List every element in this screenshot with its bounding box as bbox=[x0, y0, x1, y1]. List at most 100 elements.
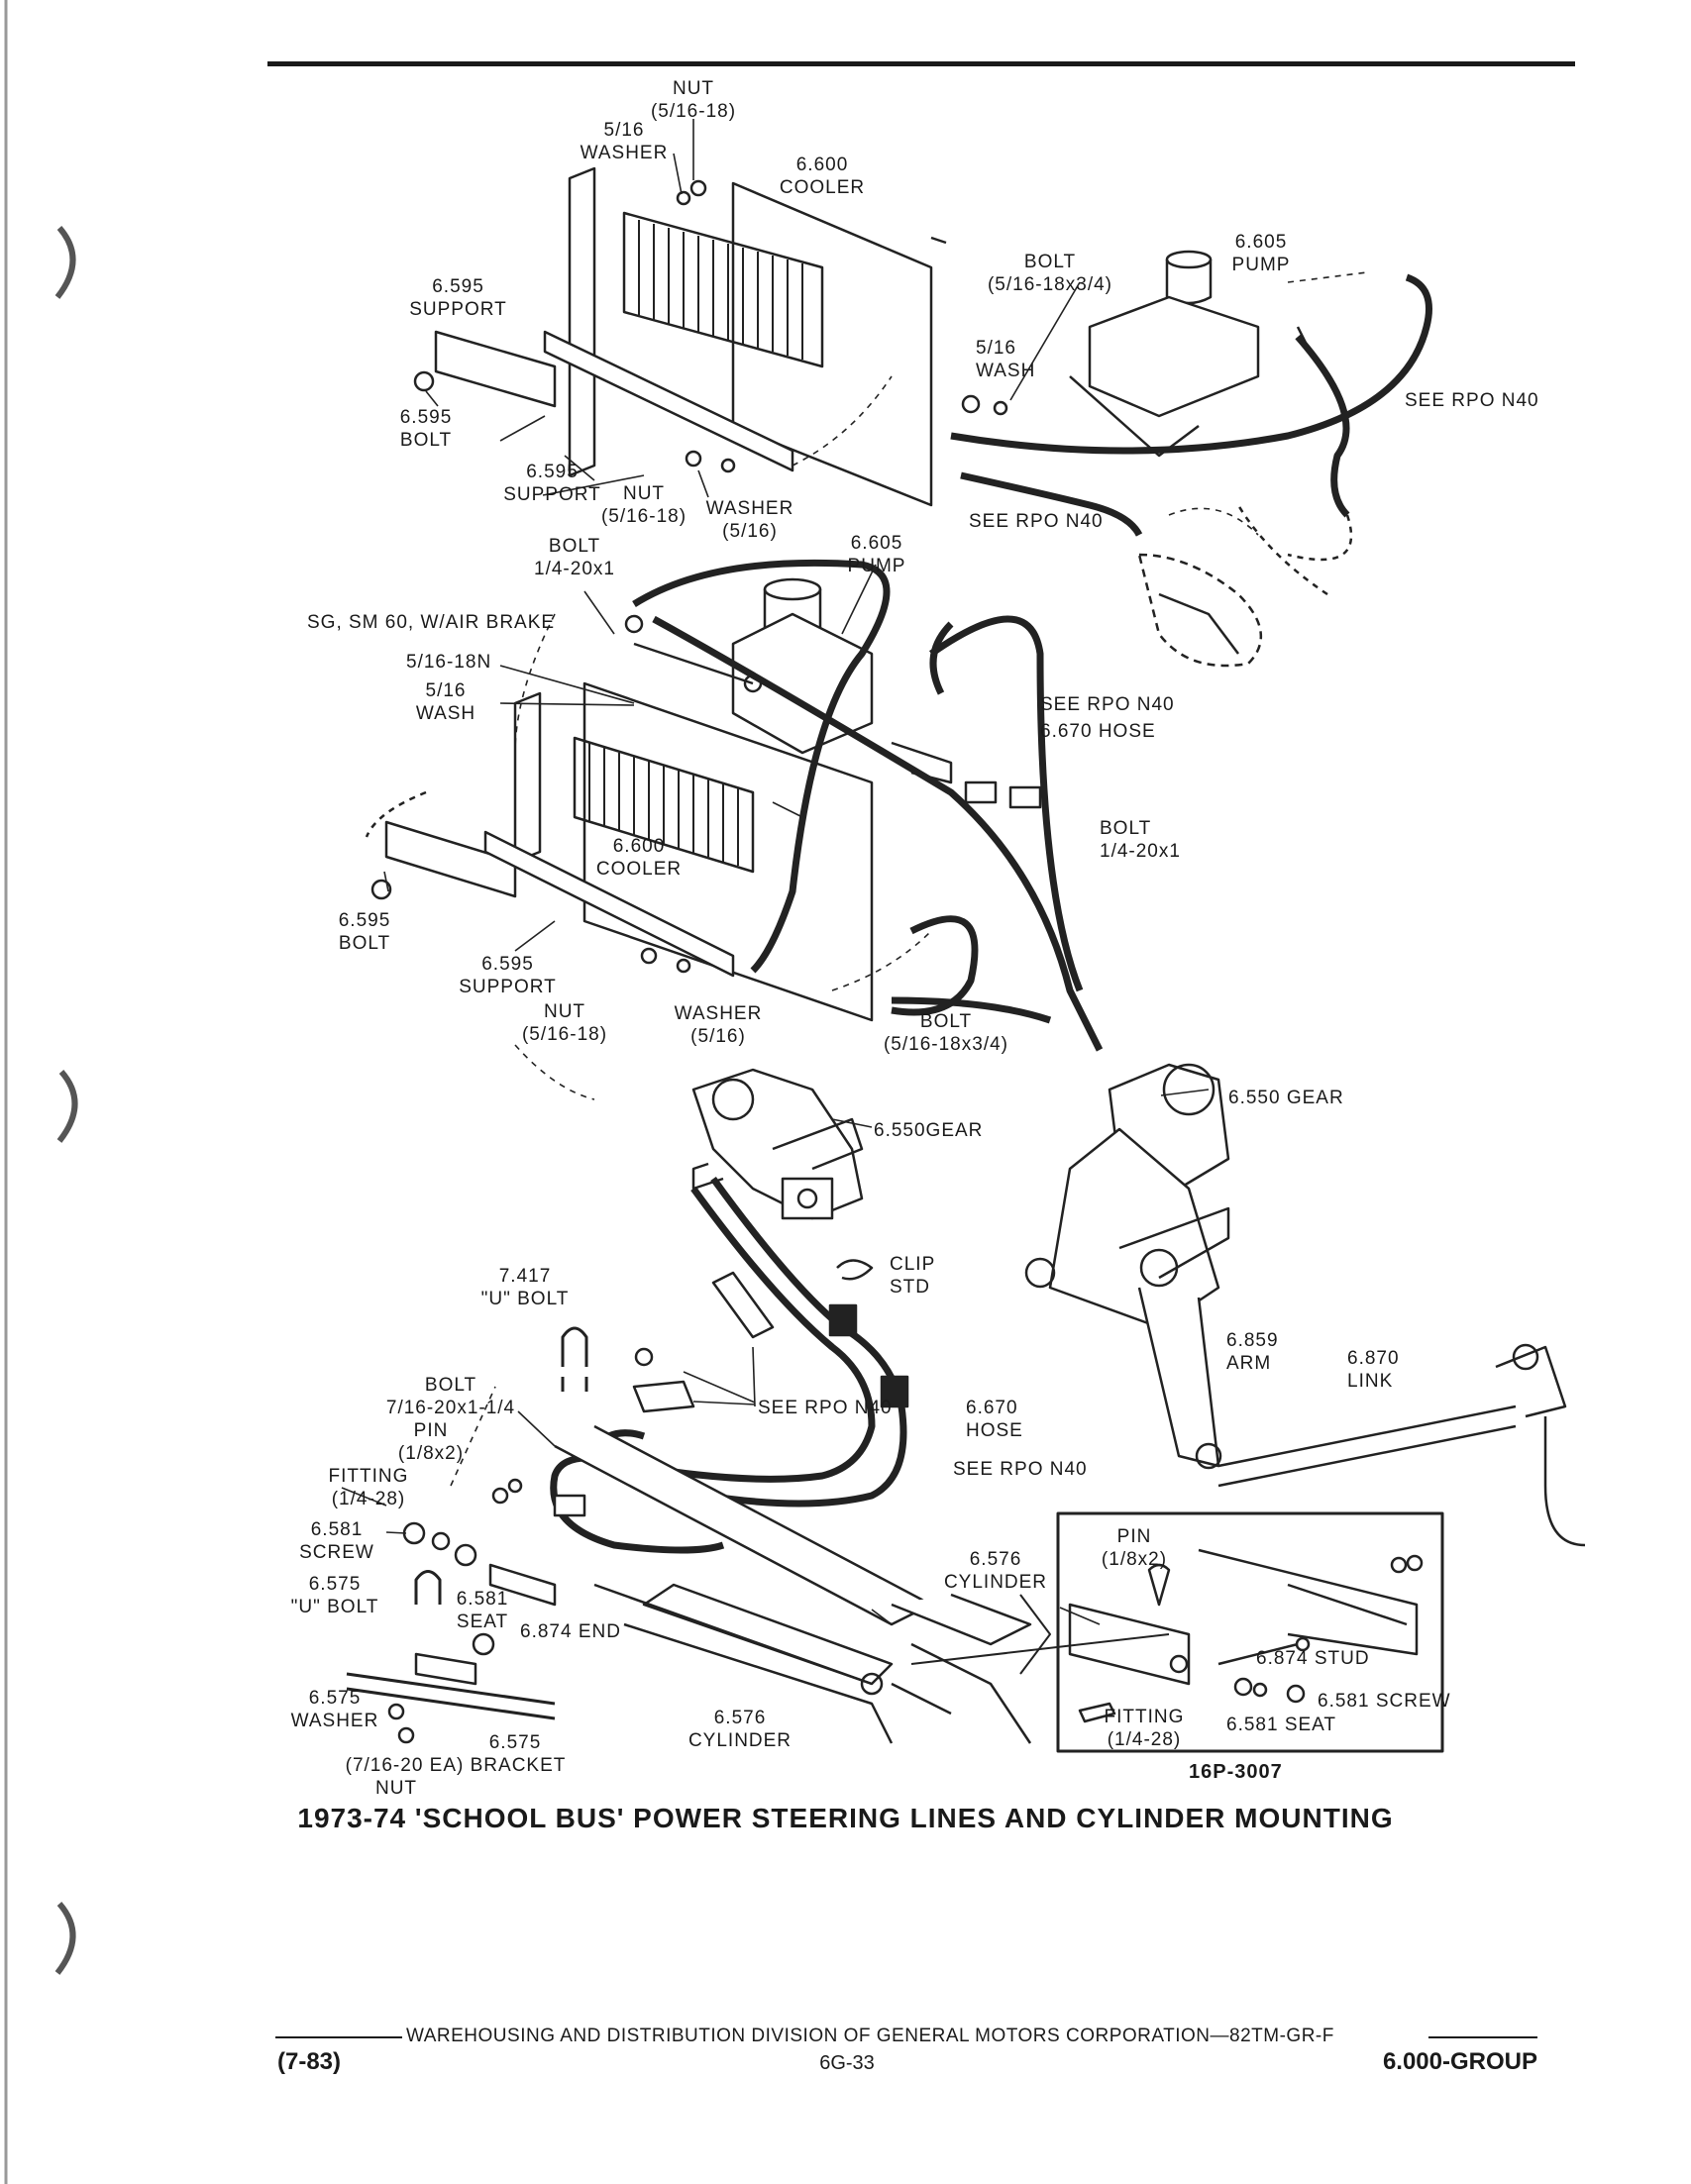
label-line: 1/4-20x1 bbox=[1100, 841, 1181, 862]
label-line: WASHER bbox=[290, 1711, 379, 1731]
gear-right bbox=[1024, 1063, 1586, 1547]
label-line: (1/8x2) bbox=[1101, 1549, 1168, 1570]
label-line: 1/4-20x1 bbox=[534, 559, 615, 579]
top-cooler bbox=[413, 166, 1008, 507]
label-hose-rpo: SEE RPO N40 6.670 HOSE bbox=[1040, 693, 1175, 743]
label-line: 6.595 bbox=[481, 954, 534, 975]
label-ubolt-7417: 7.417 "U" BOLT bbox=[466, 1265, 584, 1310]
label-line: HOSE bbox=[966, 1420, 1023, 1441]
label-line: WASH bbox=[976, 361, 1036, 381]
cylinder-assembly bbox=[346, 1424, 1032, 1744]
label-line: 6.576 bbox=[713, 1708, 767, 1728]
label-line: 6.600 bbox=[612, 836, 666, 857]
label-line: SUPPORT bbox=[503, 484, 601, 505]
label-line: WASHER bbox=[674, 1003, 763, 1024]
label-line: 6.575 bbox=[308, 1574, 362, 1595]
label-nut-mid: NUT (5/16-18) bbox=[594, 482, 693, 528]
label-end-874: 6.874 END bbox=[520, 1621, 621, 1642]
label-line: PIN bbox=[413, 1420, 449, 1441]
label-line: 6.870 bbox=[1347, 1348, 1400, 1369]
label-line: BOLT bbox=[338, 933, 391, 954]
label-support-595-low: 6.595 SUPPORT bbox=[451, 953, 565, 998]
label-line: PIN bbox=[1116, 1526, 1152, 1547]
label-line: (5/16-18) bbox=[650, 101, 737, 122]
label-line: BOLT bbox=[424, 1375, 477, 1396]
label-line: 6.859 bbox=[1226, 1330, 1279, 1351]
center-hoses bbox=[550, 1176, 907, 1554]
label-rpo-top-right: SEE RPO N40 bbox=[1405, 390, 1539, 411]
label-fitting-left: FITTING (1/4-28) bbox=[319, 1465, 418, 1510]
label-line: (5/16-18x3/4) bbox=[883, 1034, 1008, 1055]
top-rule bbox=[267, 61, 1575, 66]
footer-rule-left bbox=[275, 2036, 402, 2038]
label-nut-575: NUT bbox=[374, 1778, 418, 1799]
label-bolt-quarter-right: BOLT 1/4-20x1 bbox=[1100, 817, 1181, 863]
label-line: (7/16-20 EA) BRACKET bbox=[345, 1755, 567, 1776]
label-cylinder-right: 6.576 CYLINDER bbox=[941, 1548, 1050, 1594]
label-bolt-quarter: BOLT 1/4-20x1 bbox=[525, 535, 624, 580]
label-line: (5/16-18) bbox=[600, 506, 687, 527]
label-inset-stud: 6.874 STUD bbox=[1256, 1648, 1370, 1669]
label-line: 6.581 bbox=[310, 1519, 364, 1540]
label-line: BOLT bbox=[399, 430, 453, 451]
label-line: SUPPORT bbox=[459, 977, 557, 997]
label-bracket-575: 6.575 (7/16-20 EA) BRACKET bbox=[332, 1731, 580, 1777]
label-washer-mid: WASHER (5/16) bbox=[700, 497, 799, 543]
label-pump-mid: 6.605 PUMP bbox=[832, 532, 921, 577]
figure-title: 1973-74 'SCHOOL BUS' POWER STEERING LINE… bbox=[297, 1803, 1394, 1833]
label-wash-top: 5/16 WASH bbox=[976, 337, 1035, 382]
label-washer-top: 5/16 WASHER bbox=[580, 119, 669, 164]
label-nut-low: NUT (5/16-18) bbox=[515, 1000, 614, 1046]
label-line: 6.581 bbox=[456, 1589, 509, 1610]
label-line: 7.417 bbox=[498, 1266, 552, 1287]
label-line: 6.595 bbox=[432, 276, 484, 297]
label-line: SCREW bbox=[299, 1542, 374, 1563]
label-line: (1/4-28) bbox=[1107, 1729, 1182, 1750]
label-bolt-top: BOLT (5/16-18x3/4) bbox=[971, 251, 1129, 296]
label-line: BOLT bbox=[919, 1011, 973, 1032]
label-line: PUMP bbox=[847, 556, 906, 576]
label-inset-pin: PIN (1/8x2) bbox=[1090, 1525, 1179, 1571]
label-inset-screw: 6.581 SCREW bbox=[1318, 1691, 1451, 1712]
label-line: (5/16) bbox=[690, 1026, 746, 1047]
label-line: ARM bbox=[1226, 1353, 1272, 1374]
label-link: 6.870 LINK bbox=[1347, 1347, 1400, 1393]
label-pin-left: PIN (1/8x2) bbox=[381, 1419, 480, 1465]
label-line: 6.576 bbox=[969, 1549, 1022, 1570]
label-line: BOLT bbox=[1100, 818, 1152, 839]
label-line: 5/16 bbox=[976, 338, 1016, 359]
leader-lines bbox=[341, 119, 1210, 1625]
middle-pump bbox=[624, 577, 953, 784]
label-inset-fitting: FITTING (1/4-28) bbox=[1090, 1706, 1199, 1751]
label-line: 6.605 bbox=[1234, 232, 1288, 253]
label-line: SEE RPO N40 bbox=[1040, 694, 1175, 715]
label-support-top: 6.595 SUPPORT bbox=[401, 275, 515, 321]
label-bolt-7-16: BOLT 7/16-20x1-1/4 bbox=[371, 1374, 530, 1419]
label-line: 6.600 bbox=[795, 155, 849, 175]
label-bolt-595-top: 6.595 BOLT bbox=[391, 406, 461, 452]
label-cooler-top: 6.600 COOLER bbox=[768, 154, 877, 199]
label-line: "U" BOLT bbox=[480, 1289, 570, 1309]
label-bolt-low: BOLT (5/16-18x3/4) bbox=[867, 1010, 1025, 1056]
label-line: LINK bbox=[1347, 1371, 1394, 1392]
label-line: NUT bbox=[672, 78, 715, 99]
label-rpo-hose-center: SEE RPO N40 bbox=[758, 1398, 893, 1418]
label-hose-670: 6.670 HOSE bbox=[966, 1397, 1023, 1442]
label-arm: 6.859 ARM bbox=[1226, 1329, 1279, 1375]
label-rpo-mid: SEE RPO N40 bbox=[969, 511, 1104, 532]
label-line: NUT bbox=[543, 1001, 586, 1022]
label-line: 6.575 bbox=[488, 1732, 542, 1753]
label-line: CYLINDER bbox=[687, 1730, 793, 1751]
label-line: BOLT bbox=[548, 536, 601, 557]
label-line: 5/16 bbox=[425, 680, 467, 701]
gear-center bbox=[691, 1068, 864, 1220]
label-gear-center: 6.550GEAR bbox=[874, 1120, 984, 1141]
label-line: PUMP bbox=[1231, 255, 1291, 275]
label-line: COOLER bbox=[595, 859, 683, 880]
label-cooler-mid: 6.600 COOLER bbox=[589, 835, 688, 881]
label-line: NUT bbox=[622, 483, 666, 504]
label-cylinder-low: 6.576 CYLINDER bbox=[686, 1707, 794, 1752]
label-wash-mid: 5/16 WASH bbox=[406, 679, 485, 725]
label-pump-top: 6.605 PUMP bbox=[1216, 231, 1306, 276]
